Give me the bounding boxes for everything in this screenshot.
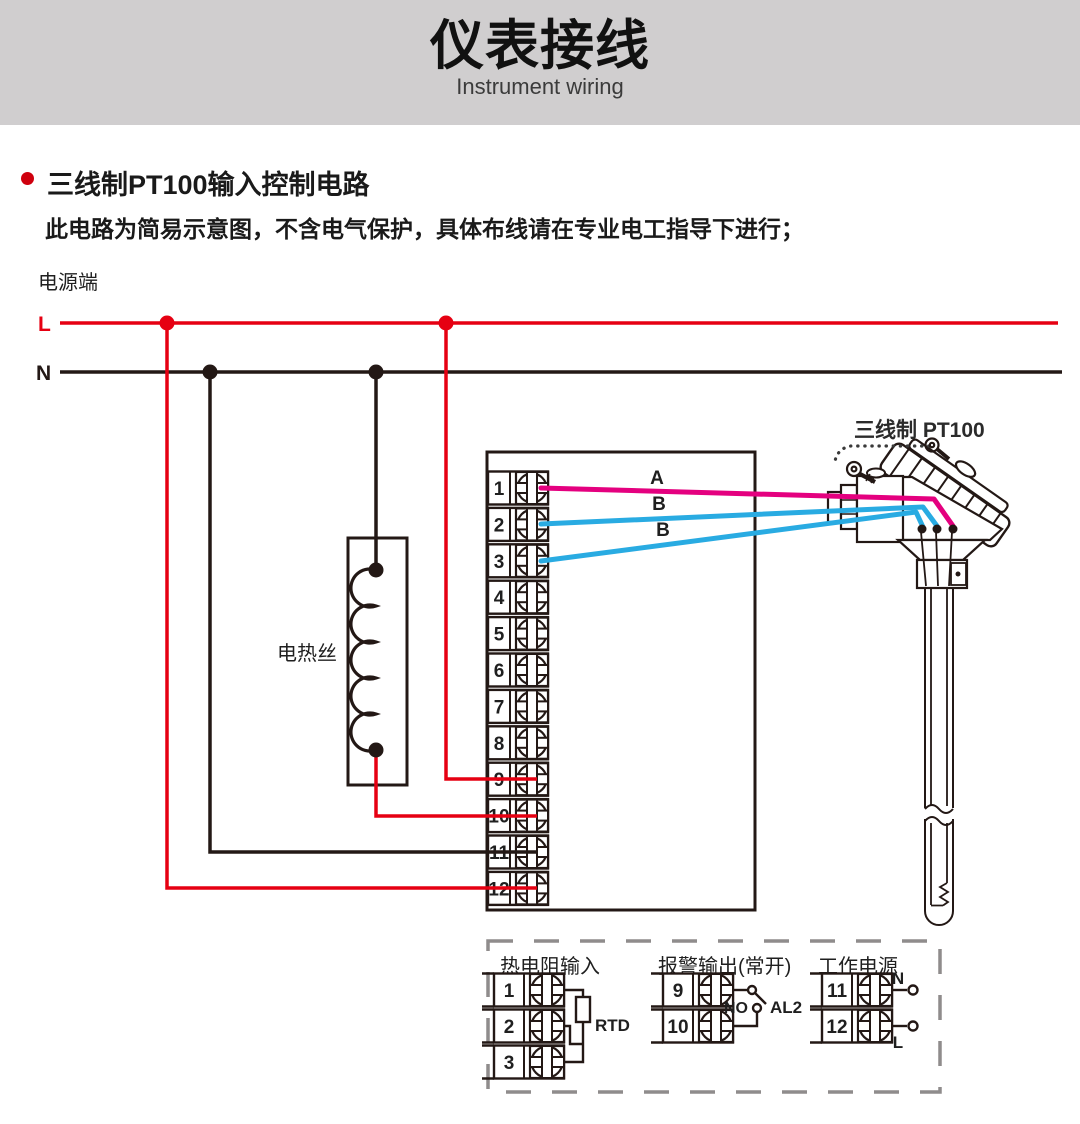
heater-top-dot <box>368 562 384 578</box>
terminal-7: 7 <box>486 688 550 725</box>
terminal-8: 8 <box>486 725 550 761</box>
terminal-number: 1 <box>494 479 505 500</box>
neutral-label: N <box>36 362 51 385</box>
live-drop-t9 <box>444 323 537 781</box>
power-rails: 电源端 L N <box>36 271 1062 385</box>
wire-dot <box>932 524 942 534</box>
supply-neutral-label: N <box>892 969 904 988</box>
terminal-6: 6 <box>486 652 550 688</box>
junction-dot <box>202 364 218 380</box>
terminal-5: 5 <box>486 615 550 652</box>
terminal-10: 10 <box>651 1008 735 1044</box>
body-screw <box>866 467 886 479</box>
terminal-number: 2 <box>494 515 505 536</box>
supply-group-title: 工作电源 <box>818 955 898 978</box>
supply-terminals: 11 12 <box>810 972 894 1044</box>
alarm-terminals: 9 10 <box>651 972 735 1044</box>
probe-element-zigzag <box>938 823 950 907</box>
junction-dot <box>159 315 175 331</box>
section-note: 此电路为简易示意图，不含电气保护，具体布线请在专业电工指导下进行； <box>45 216 804 242</box>
pt100-sensor: 三线制 PT100 <box>826 418 1011 926</box>
terminal-11: 11 <box>810 972 894 1008</box>
wire-dot <box>917 524 927 534</box>
page-header: 仪表接线 Instrument wiring <box>0 0 1080 125</box>
alarm-wiring <box>733 984 767 1028</box>
terminal-number: 7 <box>494 697 505 718</box>
wire-b2-label: B <box>656 520 670 541</box>
supply-live-label: L <box>893 1033 903 1052</box>
heater-label: 电热丝 <box>277 642 337 665</box>
terminal-number: 5 <box>494 625 505 646</box>
legend-panel: 热电阻输入 123 RTD 报警输出(常开) 910 NO AL2 工作电源 1… <box>482 939 942 1094</box>
live-label: L <box>38 313 51 336</box>
terminal-3: 3 <box>486 543 550 579</box>
supply-wiring-legend <box>892 984 919 1032</box>
neutral-drop-t11 <box>208 372 537 854</box>
junction-dot <box>438 315 454 331</box>
terminal-number: 11 <box>827 981 848 1002</box>
heater-bottom-dot <box>368 742 384 758</box>
section-heading: 三线制PT100输入控制电路 <box>47 170 370 200</box>
sensor-probe <box>924 586 954 926</box>
holder-dot <box>955 571 961 577</box>
page-subtitle: Instrument wiring <box>456 74 624 99</box>
supply-wiring <box>159 315 537 890</box>
cap-screw <box>924 437 951 461</box>
sensor-funnel <box>895 538 988 562</box>
terminal-number: 1 <box>504 981 515 1002</box>
alarm-group-title: 报警输出(常开) <box>658 955 791 978</box>
terminal-number: 9 <box>673 981 684 1002</box>
terminal-1: 1 <box>486 470 550 506</box>
live-drop-t12 <box>165 323 537 890</box>
heater-to-t10 <box>374 750 537 818</box>
terminal-3: 3 <box>482 1044 566 1080</box>
cap-tether-dotted <box>833 444 931 463</box>
heater: 电热丝 <box>277 536 409 787</box>
heater-coil <box>349 567 382 753</box>
wire-a-label: A <box>650 468 664 489</box>
cap-knob <box>954 460 977 478</box>
power-label: 电源端 <box>38 271 98 294</box>
terminal-9: 9 <box>651 972 735 1008</box>
eyelet-screw <box>845 460 876 484</box>
alarm-contact-label: NO <box>724 1000 748 1017</box>
rtd-group-title: 热电阻输入 <box>500 955 600 978</box>
probe-break <box>924 804 954 814</box>
wire-dot <box>948 524 958 534</box>
terminal-number: 4 <box>494 588 505 609</box>
wire-a <box>538 485 956 529</box>
terminal-number: 3 <box>504 1053 515 1074</box>
alarm-output-label: AL2 <box>770 998 802 1017</box>
rtd-terminals: 1 2 3 <box>482 972 566 1080</box>
wire-b2 <box>538 509 926 564</box>
terminal-number: 3 <box>494 552 505 573</box>
legend-dashed-border <box>486 939 942 1094</box>
wire-b1-label: B <box>652 494 666 515</box>
internal-leads <box>920 531 953 587</box>
terminal-1: 1 <box>482 972 566 1008</box>
terminal-4: 4 <box>486 579 550 615</box>
terminal-number: 12 <box>826 1017 847 1038</box>
terminal-2: 2 <box>486 506 550 543</box>
junction-dot <box>368 364 384 380</box>
terminal-number: 10 <box>667 1017 688 1038</box>
terminal-12: 12 <box>810 1008 894 1044</box>
terminal-number: 2 <box>504 1017 515 1038</box>
rtd-component-label: RTD <box>595 1016 630 1035</box>
terminal-number: 8 <box>494 734 505 755</box>
terminal-2: 2 <box>482 1008 566 1044</box>
bullet-icon <box>21 172 34 185</box>
sensor-label: 三线制 PT100 <box>854 418 985 442</box>
terminal-number: 6 <box>494 661 505 682</box>
page-title: 仪表接线 <box>430 16 650 76</box>
wire-b1 <box>538 504 940 529</box>
rtd-wiring <box>564 988 592 1064</box>
terminal-number: 12 <box>488 879 509 900</box>
sensor-wires: A B B <box>538 468 958 564</box>
holder-detail <box>950 562 967 586</box>
